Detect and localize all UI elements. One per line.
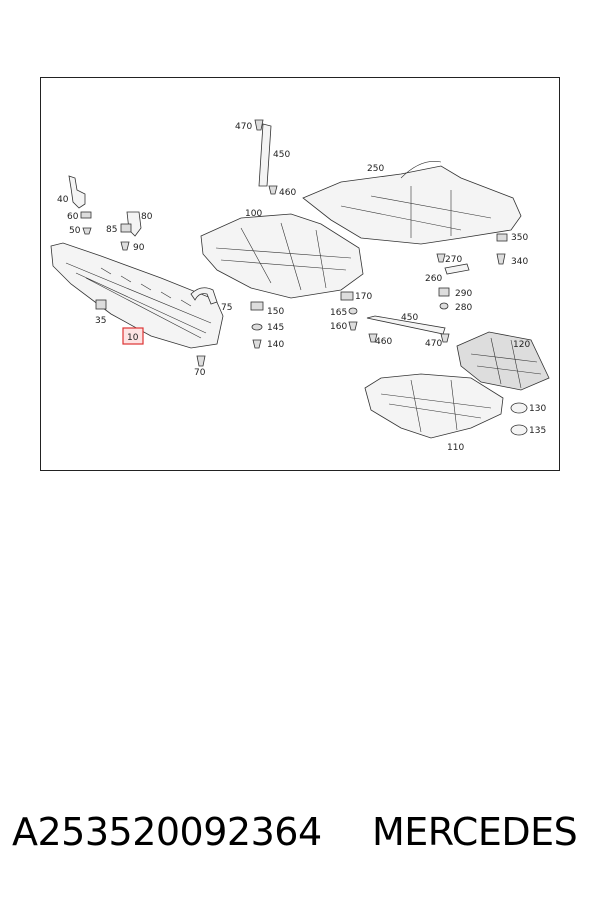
- diagram-frame: 10 35 40 60 50 80 85 90 70 75 100 150 14…: [40, 77, 560, 471]
- part-350-shape: [496, 233, 508, 242]
- label-75[interactable]: 75: [221, 303, 232, 313]
- label-270[interactable]: 270: [445, 255, 462, 265]
- label-80[interactable]: 80: [141, 212, 153, 222]
- part-160-shape: [348, 321, 358, 331]
- label-260[interactable]: 260: [425, 274, 442, 284]
- label-100[interactable]: 100: [245, 209, 262, 219]
- part-85-shape: [120, 223, 132, 233]
- label-450-lower[interactable]: 450: [401, 313, 418, 323]
- label-450-top[interactable]: 450: [273, 150, 290, 160]
- label-290[interactable]: 290: [455, 289, 472, 299]
- label-120[interactable]: 120: [513, 340, 530, 350]
- highlight-box-part-10[interactable]: [122, 327, 144, 345]
- label-150[interactable]: 150: [267, 307, 284, 317]
- brand-name: MERCEDES: [372, 810, 578, 854]
- label-350[interactable]: 350: [511, 233, 528, 243]
- part-40-shape: [68, 175, 86, 209]
- part-250-shape: [302, 165, 522, 245]
- part-number: A253520092364: [12, 810, 322, 854]
- label-110[interactable]: 110: [447, 443, 464, 453]
- part-35-shape: [95, 299, 107, 310]
- part-60-shape: [80, 211, 92, 219]
- label-280[interactable]: 280: [455, 303, 472, 313]
- part-450-lower-shape: [366, 315, 446, 335]
- part-450-top-shape: [258, 123, 272, 187]
- part-135-shape: [510, 424, 528, 436]
- part-140-shape: [252, 339, 262, 349]
- label-70[interactable]: 70: [194, 368, 206, 378]
- label-170[interactable]: 170: [355, 292, 372, 302]
- label-470-top[interactable]: 470: [235, 122, 252, 132]
- part-460-lower-shape: [368, 333, 378, 343]
- part-470-top-shape: [254, 119, 264, 131]
- label-40[interactable]: 40: [57, 195, 69, 205]
- part-470-lower-shape: [440, 333, 450, 343]
- label-460-lower[interactable]: 460: [375, 337, 392, 347]
- label-165[interactable]: 165: [330, 308, 347, 318]
- footer: A253520092364 MERCEDES: [12, 810, 590, 860]
- part-70-shape: [196, 355, 206, 367]
- label-90[interactable]: 90: [133, 243, 145, 253]
- part-130-shape: [510, 402, 528, 414]
- part-100-shape: [200, 213, 364, 299]
- exploded-parts-diagram: 10 35 40 60 50 80 85 90 70 75 100 150 14…: [50, 119, 550, 453]
- label-10[interactable]: 10: [127, 333, 139, 343]
- part-110-shape: [364, 373, 504, 439]
- part-460-top-shape: [268, 185, 278, 195]
- label-145[interactable]: 145: [267, 323, 284, 333]
- part-290-shape: [438, 287, 450, 297]
- label-135[interactable]: 135: [529, 426, 546, 436]
- label-460-top[interactable]: 460: [279, 188, 296, 198]
- part-340-shape: [496, 253, 506, 265]
- part-75-shape: [190, 287, 218, 305]
- part-165-shape: [348, 307, 358, 315]
- part-50-shape: [82, 227, 92, 235]
- label-470-lower[interactable]: 470: [425, 339, 442, 349]
- part-150-shape: [250, 301, 264, 311]
- part-260-shape: [444, 263, 470, 275]
- label-160[interactable]: 160: [330, 322, 347, 332]
- part-90-shape: [120, 241, 130, 251]
- part-10-shape: [50, 242, 224, 349]
- part-270-shape: [436, 253, 446, 263]
- part-280-shape: [439, 302, 449, 310]
- label-50[interactable]: 50: [69, 226, 81, 236]
- label-140[interactable]: 140: [267, 340, 284, 350]
- part-120-shape: [456, 331, 550, 391]
- label-250[interactable]: 250: [367, 164, 384, 174]
- label-130[interactable]: 130: [529, 404, 546, 414]
- label-60[interactable]: 60: [67, 212, 79, 222]
- label-85[interactable]: 85: [106, 225, 117, 235]
- part-145-shape: [251, 323, 263, 331]
- label-35[interactable]: 35: [95, 316, 106, 326]
- part-170-shape: [340, 291, 354, 301]
- label-340[interactable]: 340: [511, 257, 528, 267]
